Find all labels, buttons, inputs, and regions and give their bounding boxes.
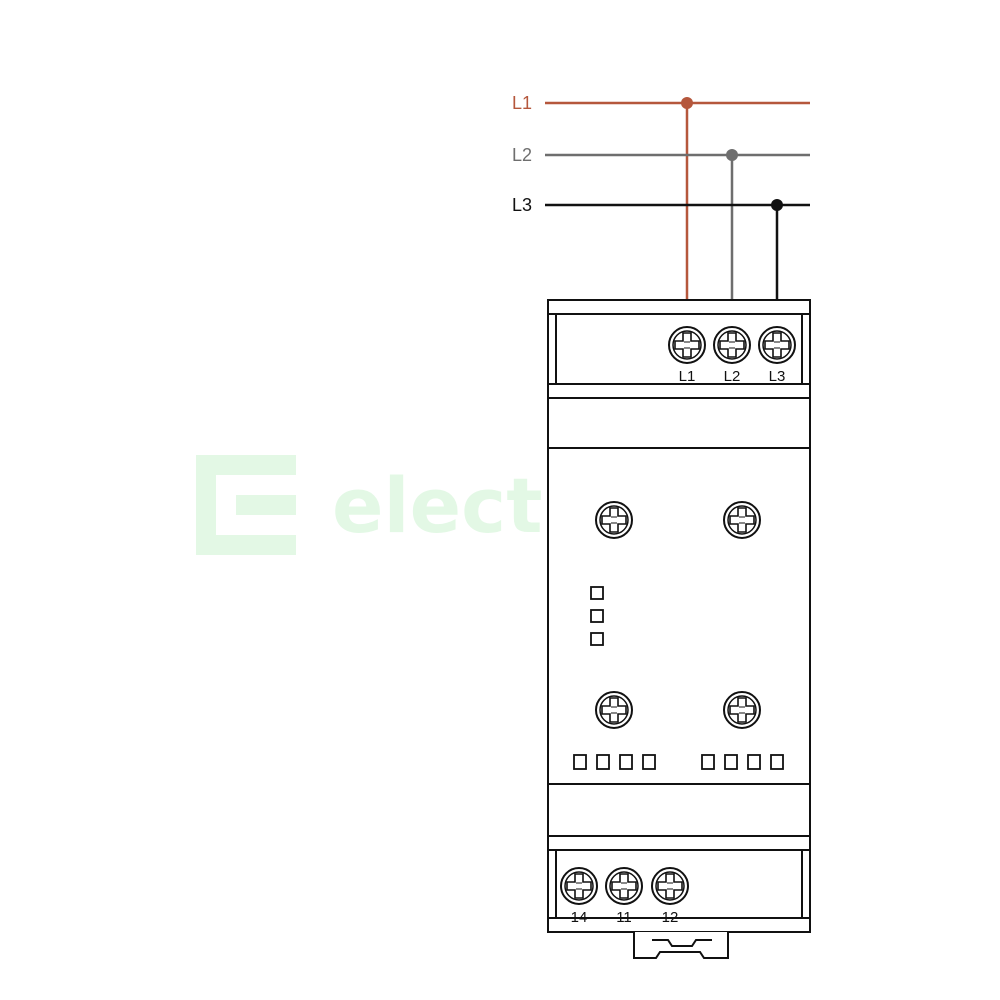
led-indicator xyxy=(590,609,604,623)
terminal-label: 14 xyxy=(571,909,588,926)
setting-slots xyxy=(573,754,784,770)
bottom-terminals: 14 11 12 xyxy=(560,867,689,926)
terminal-screw-icon xyxy=(651,867,689,905)
din-rail-clip xyxy=(633,932,729,959)
supply-line-label: L1 xyxy=(512,93,532,113)
terminal-screw-icon xyxy=(560,867,598,905)
terminal-label: L2 xyxy=(724,368,741,385)
terminal-12[interactable]: 12 xyxy=(651,867,689,926)
terminal-label: 12 xyxy=(662,909,679,926)
terminal-screw-icon xyxy=(758,326,796,364)
terminal-l2[interactable]: L2 xyxy=(713,326,751,385)
terminal-14[interactable]: 14 xyxy=(560,867,598,926)
status-leds xyxy=(590,586,604,646)
junction-dot xyxy=(726,149,738,161)
terminal-screw-icon xyxy=(605,867,643,905)
junction-dot xyxy=(681,97,693,109)
terminal-label: L1 xyxy=(679,368,696,385)
terminal-label: 11 xyxy=(616,909,632,926)
led-indicator xyxy=(590,586,604,600)
junction-dot xyxy=(771,199,783,211)
front-screw-icon xyxy=(595,691,633,729)
terminal-11[interactable]: 11 xyxy=(605,867,643,926)
front-screw-icon xyxy=(723,501,761,539)
terminal-label: L3 xyxy=(769,368,786,385)
supply-line-l1: L1 xyxy=(512,93,810,335)
terminal-screw-icon xyxy=(713,326,751,364)
supply-line-label: L3 xyxy=(512,195,532,215)
top-terminals: L1 L2 L3 xyxy=(668,326,796,385)
led-indicator xyxy=(590,632,604,646)
supply-line-label: L2 xyxy=(512,145,532,165)
front-screw-icon xyxy=(595,501,633,539)
terminal-l3[interactable]: L3 xyxy=(758,326,796,385)
watermark-logo-icon xyxy=(196,455,296,555)
terminal-l1[interactable]: L1 xyxy=(668,326,706,385)
front-screw-icon xyxy=(723,691,761,729)
device-body xyxy=(547,299,811,933)
terminal-screw-icon xyxy=(668,326,706,364)
